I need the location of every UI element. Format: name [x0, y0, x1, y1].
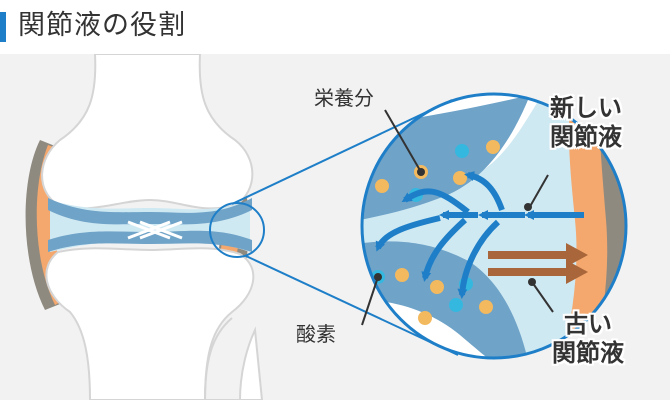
upper-bone [41, 54, 254, 210]
label-old-fluid: 古い 関節液 [540, 310, 636, 368]
magnified-circle-outline [360, 92, 628, 360]
zoom-line-top [231, 99, 453, 205]
brown-old-fluid-arrows [488, 243, 588, 284]
label-old-fluid-line2: 関節液 [552, 339, 624, 367]
header: 関節液の役割 [0, 0, 670, 54]
label-new-fluid-line1: 新しい [550, 94, 622, 122]
label-nutrients: 栄養分 [314, 86, 374, 110]
fibula-separation [204, 317, 233, 400]
nutrient-dots [375, 140, 500, 325]
label-old-fluid-line1: 古い [564, 310, 612, 338]
title-accent-bar [0, 12, 6, 42]
lower-bone [45, 247, 264, 400]
label-oxygen: 酸素 [296, 322, 336, 346]
leader-lines [361, 109, 554, 326]
leader-dots [374, 168, 536, 286]
blue-flow-arrows [375, 171, 584, 299]
diagram-area: 栄養分 酸素 新しい 関節液 古い 関節液 [0, 54, 670, 400]
zoom-source-circle [209, 202, 265, 258]
joint-diagram [25, 54, 628, 400]
label-new-fluid-line2: 関節液 [550, 123, 622, 151]
label-new-fluid: 新しい 関節液 [538, 94, 634, 152]
lower-cartilage [48, 230, 252, 252]
upper-cartilage [48, 198, 252, 225]
page-title: 関節液の役割 [18, 10, 186, 41]
ligament-lines [127, 220, 183, 240]
